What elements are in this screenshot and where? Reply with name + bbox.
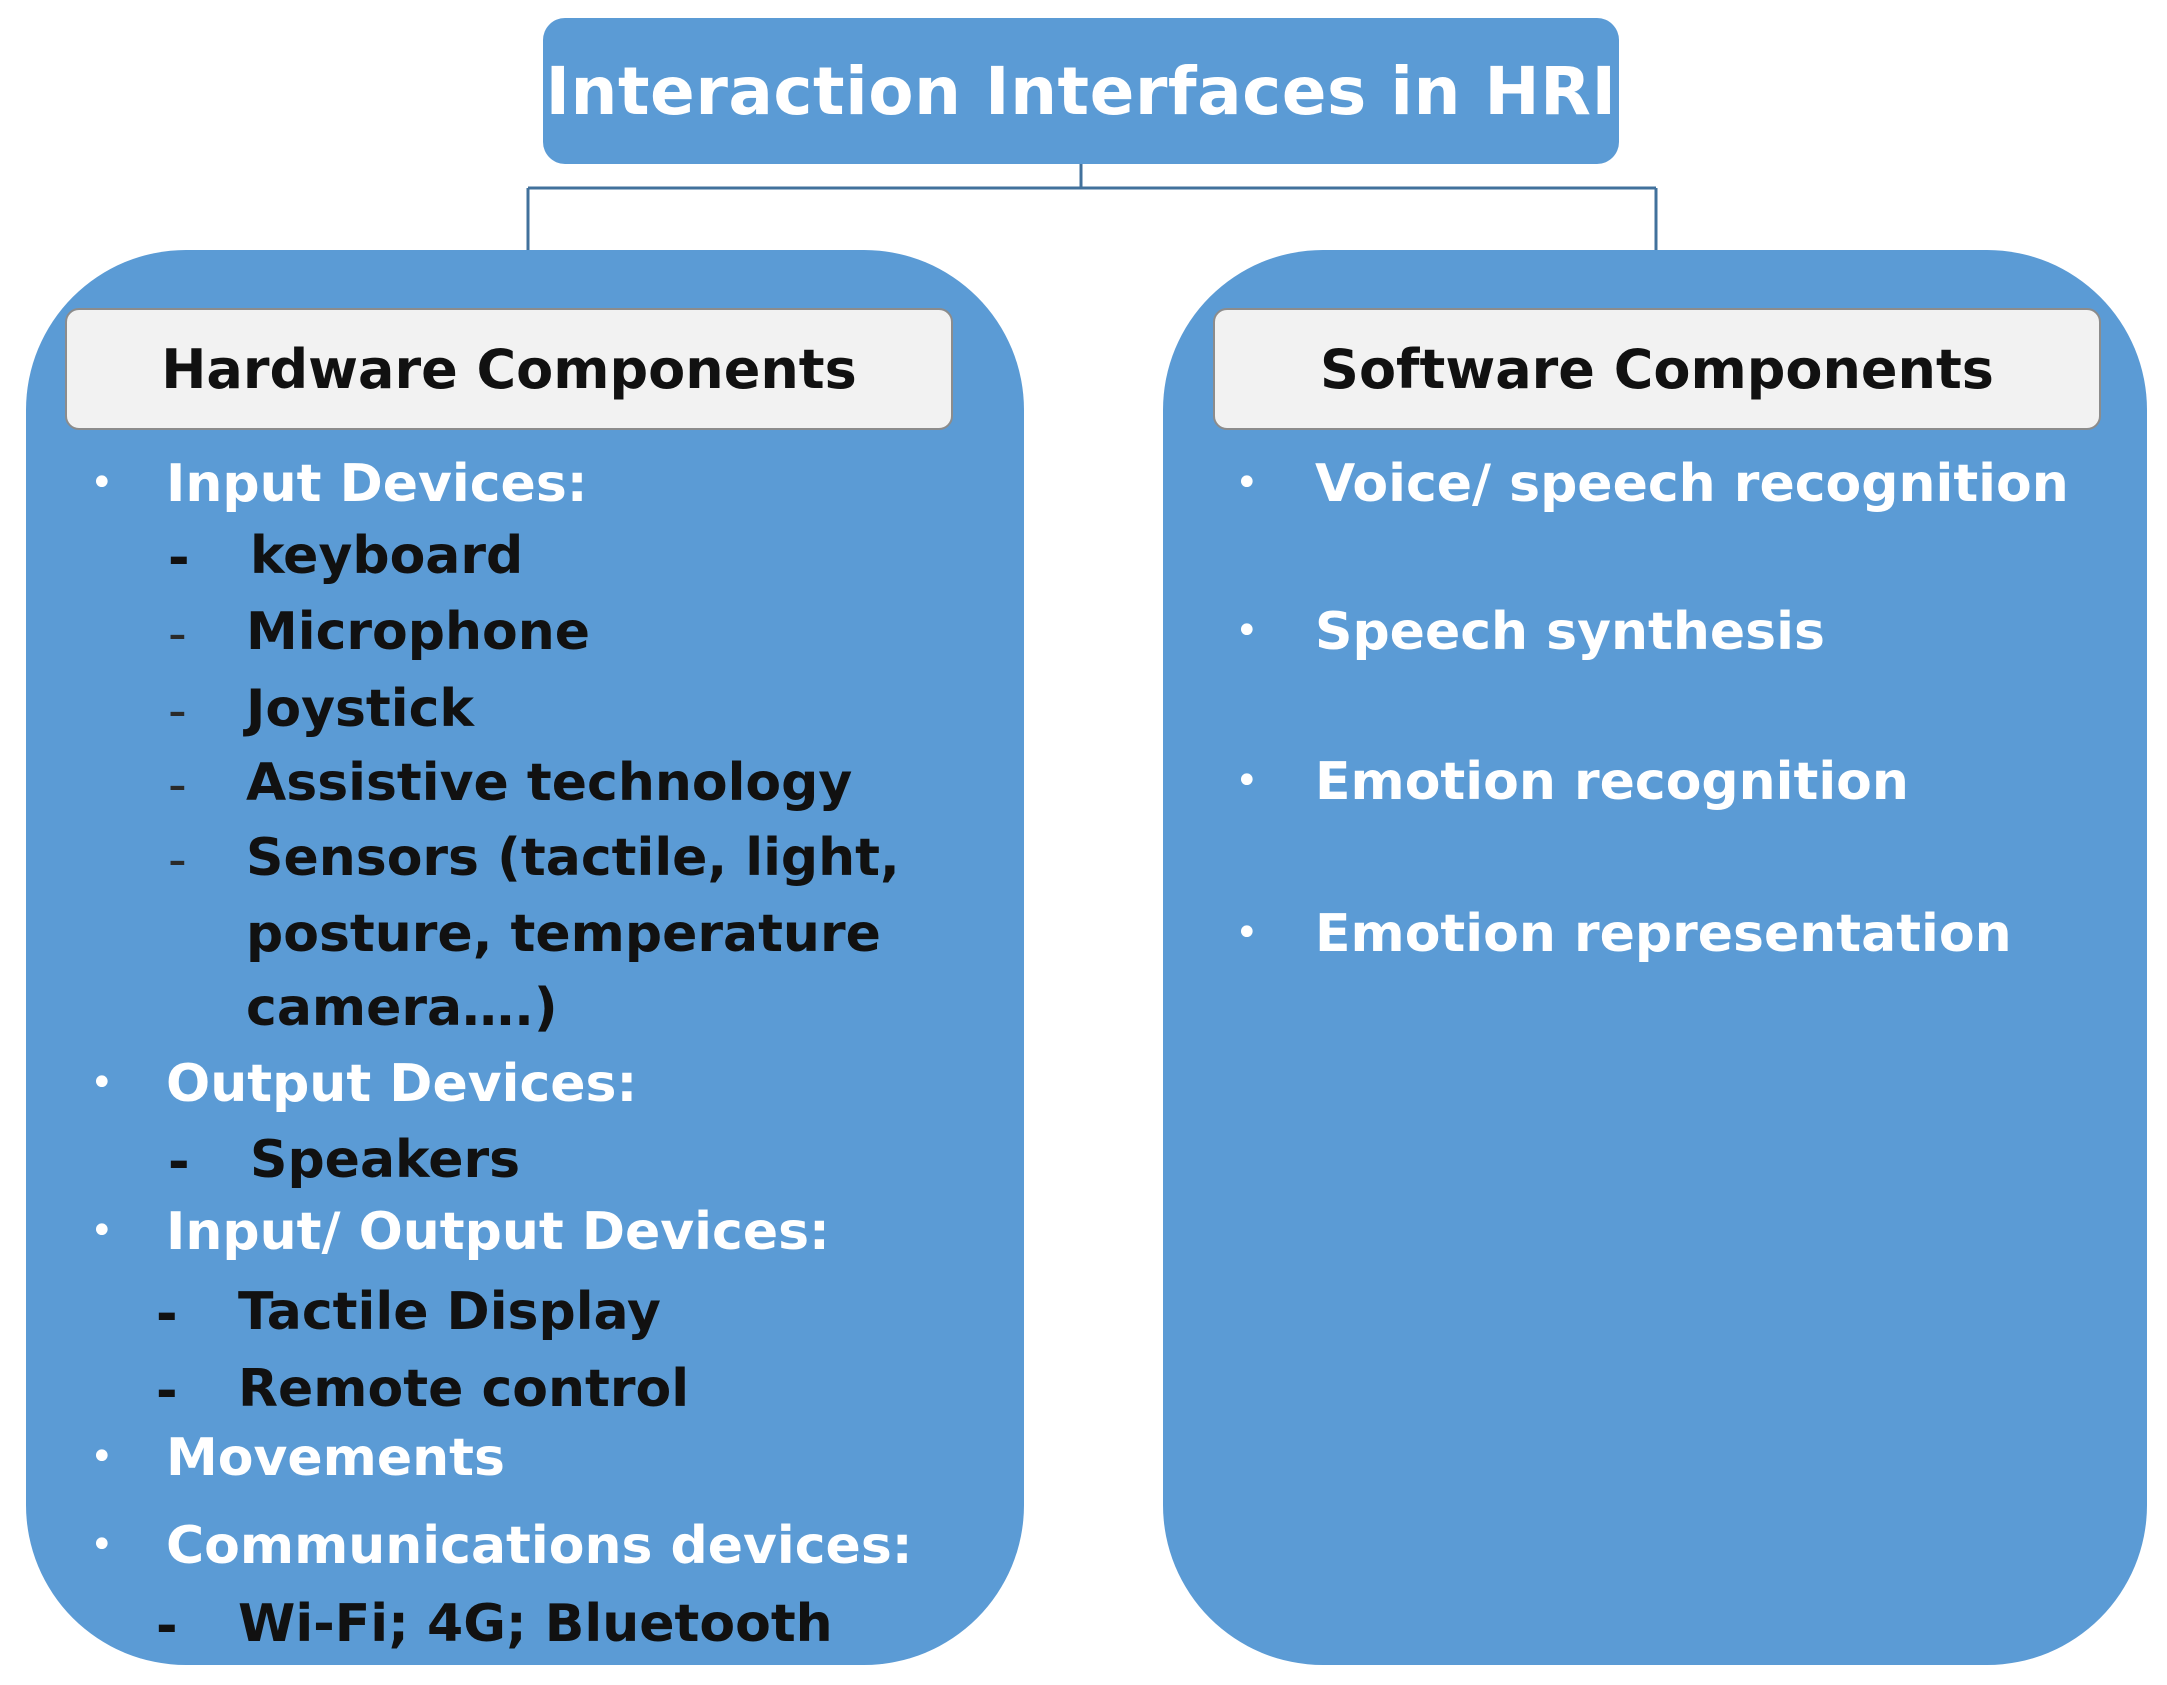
- bullet-icon: •: [1235, 608, 1259, 654]
- bullet-icon: •: [1235, 910, 1259, 956]
- hardware-panel: Hardware Components • Input Devices: - k…: [26, 250, 1024, 1665]
- dash-icon: -: [168, 604, 187, 664]
- diagram-title: Interaction Interfaces in HRI: [543, 18, 1619, 164]
- section-input-devices: Input Devices:: [166, 454, 588, 514]
- section-communications-devices: Communications devices:: [166, 1516, 913, 1576]
- item-microphone: Microphone: [246, 602, 591, 662]
- item-speech-synthesis: Speech synthesis: [1315, 602, 1825, 662]
- dash-icon: -: [168, 830, 187, 890]
- item-sensors-line-3: camera….): [246, 978, 558, 1038]
- dash-icon: -: [168, 755, 187, 815]
- bullet-icon: •: [90, 1434, 114, 1480]
- item-emotion-recognition: Emotion recognition: [1315, 752, 1909, 812]
- item-tactile-display: Tactile Display: [238, 1282, 661, 1342]
- item-wifi-4g-bluetooth: Wi-Fi; 4G; Bluetooth: [238, 1594, 833, 1654]
- item-assistive-technology: Assistive technology: [246, 753, 853, 813]
- item-speakers: Speakers: [250, 1130, 521, 1190]
- software-panel: Software Components • Voice/ speech reco…: [1163, 250, 2147, 1665]
- section-movements: Movements: [166, 1428, 505, 1488]
- hardware-header: Hardware Components: [65, 308, 953, 430]
- item-voice-speech-recognition: Voice/ speech recognition: [1315, 454, 2069, 514]
- dash-icon: -: [156, 1361, 178, 1421]
- dash-icon: -: [156, 1596, 178, 1656]
- bullet-icon: •: [90, 1208, 114, 1254]
- item-remote-control: Remote control: [238, 1359, 690, 1419]
- bullet-icon: •: [90, 460, 114, 506]
- bullet-icon: •: [1235, 460, 1259, 506]
- item-joystick: Joystick: [246, 679, 475, 739]
- dash-icon: -: [168, 528, 190, 588]
- dash-icon: -: [168, 1132, 190, 1192]
- software-header: Software Components: [1213, 308, 2101, 430]
- bullet-icon: •: [90, 1522, 114, 1568]
- section-input-output-devices: Input/ Output Devices:: [166, 1202, 830, 1262]
- dash-icon: -: [168, 681, 187, 741]
- item-keyboard: keyboard: [250, 526, 524, 586]
- item-emotion-representation: Emotion representation: [1315, 904, 2012, 964]
- dash-icon: -: [156, 1284, 178, 1344]
- bullet-icon: •: [1235, 758, 1259, 804]
- section-output-devices: Output Devices:: [166, 1054, 638, 1114]
- bullet-icon: •: [90, 1060, 114, 1106]
- item-sensors-line-2: posture, temperature: [246, 904, 881, 964]
- item-sensors-line-1: Sensors (tactile, light,: [246, 828, 900, 888]
